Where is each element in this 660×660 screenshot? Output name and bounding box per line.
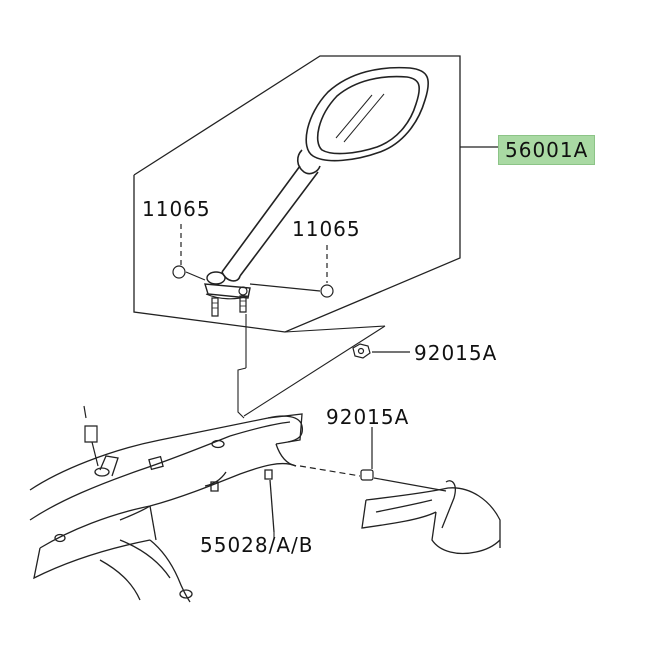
part-number-nut-upper: 92015A	[414, 341, 498, 365]
part-number-nut-lower: 92015A	[326, 405, 410, 429]
rubber-cap-icon	[250, 245, 333, 297]
nut-icon	[353, 344, 410, 358]
cowl-icon	[30, 414, 302, 602]
nut-icon	[300, 427, 446, 491]
part-number-rubber-cap-right: 11065	[292, 217, 361, 241]
part-number-rubber-cap-left: 11065	[142, 197, 211, 221]
grommet-icon	[84, 406, 98, 466]
assembly-bracket-outline	[134, 56, 460, 332]
stud-guide-lines	[238, 314, 385, 418]
part-number-mirror-assembly: 56001A	[498, 135, 596, 165]
rubber-cap-icon	[173, 224, 205, 280]
cowl-icon	[362, 481, 500, 554]
part-number-clip: 55028/A/B	[200, 533, 314, 557]
mirror-icon	[205, 68, 428, 316]
